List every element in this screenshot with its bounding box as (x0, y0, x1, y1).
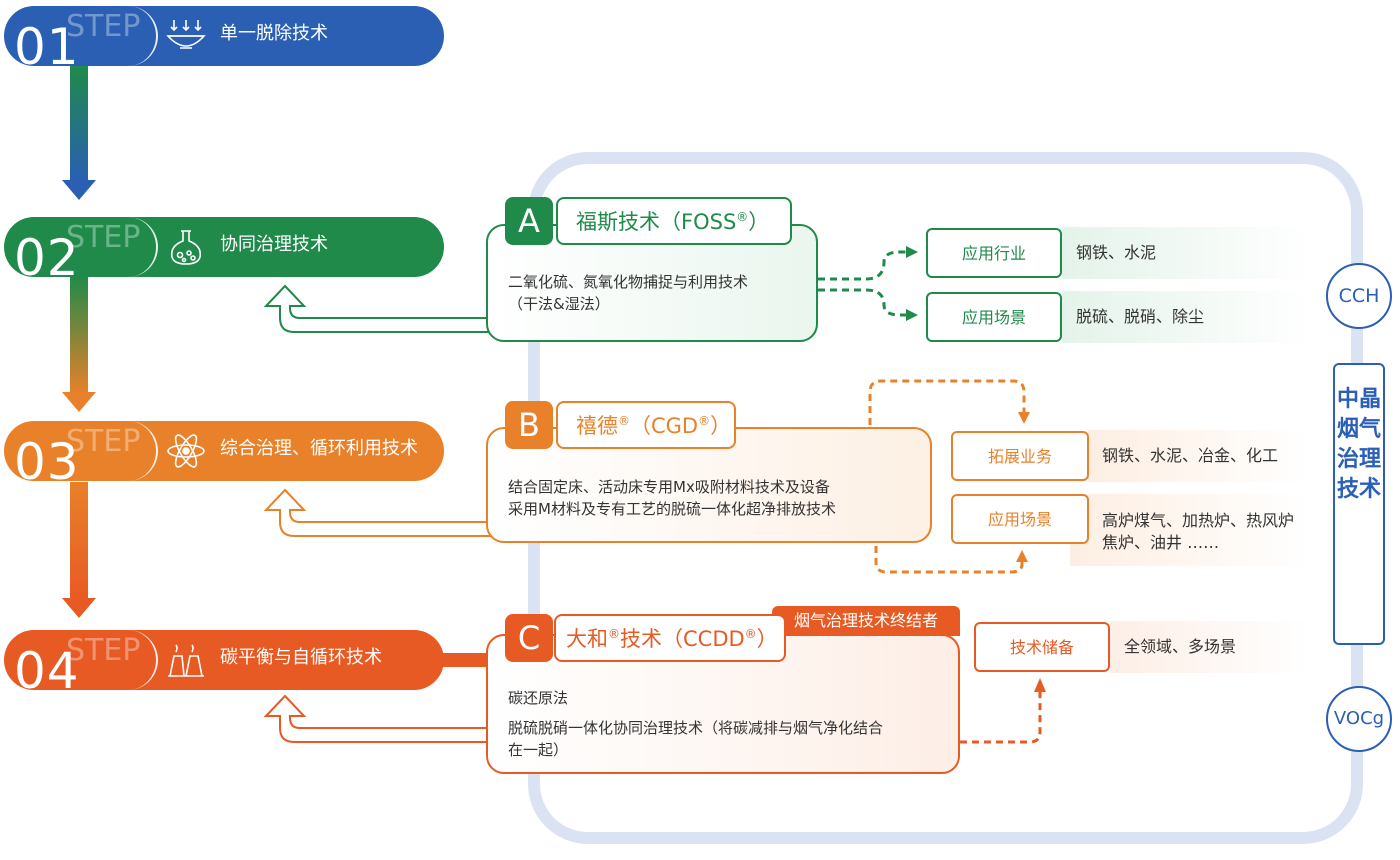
branch-arrow-a (818, 250, 908, 317)
step-divider (66, 217, 158, 277)
flask-icon (170, 230, 202, 265)
title-close-paren: ） (710, 414, 732, 438)
circle-label: CCH (1338, 285, 1380, 307)
tag-text: 拓展业务 (987, 447, 1052, 466)
info-row-a1: 钢铁、水泥 (1062, 227, 1310, 279)
title-a: 福斯技术（FOSS®） (556, 197, 792, 245)
step-arrow-2 (62, 276, 96, 412)
info-text: 钢铁、水泥 (1076, 243, 1157, 262)
title-b: 禧德®（CGD®） (556, 401, 736, 449)
card-desc-line: （干法&湿法） (508, 295, 610, 313)
card-desc-line: 在一起） (508, 741, 569, 759)
step-divider (66, 6, 158, 66)
tag-text: 应用行业 (961, 244, 1026, 263)
step-03: 03 STEP 综合治理、循环利用技术 (4, 421, 444, 481)
step-divider (66, 421, 158, 481)
registered-mark: ® (618, 414, 630, 428)
step-label: 碳平衡与自循环技术 (220, 647, 382, 668)
ribbon-text: 烟气治理技术终结者 (793, 611, 938, 630)
vocg-circle: VOCg (1326, 686, 1392, 752)
registered-mark: ® (608, 627, 620, 641)
step-02: 02 STEP 协同治理技术 (4, 217, 444, 277)
card-desc-line: 脱硫脱硝一体化协同治理技术（将碳减排与烟气净化结合 (508, 719, 884, 737)
tech-title-mid: 技术（CCDD (620, 627, 745, 651)
card-desc-line: 结合固定床、活动床专用Mx吸附材料技术及设备 (508, 478, 830, 496)
branch-arrow-b (868, 379, 1026, 574)
info-row-a2: 脱硫、脱硝、除尘 (1062, 291, 1310, 343)
badge-c: C (505, 614, 553, 662)
badge-b: B (505, 401, 553, 449)
ribbon-c: 烟气治理技术终结者 (772, 606, 960, 636)
tag-b2: 应用场景 (951, 494, 1089, 544)
tech-title-mid: （CGD (630, 414, 699, 438)
tag-a1: 应用行业 (926, 228, 1062, 278)
registered-mark: ® (736, 210, 749, 224)
back-arrow-b (263, 488, 492, 537)
card-desc-line: 二氧化硫、氮氧化物捕捉与利用技术 (508, 273, 749, 291)
info-row-b1: 钢铁、水泥、冶金、化工 (1088, 430, 1310, 482)
atom-icon (167, 434, 205, 468)
step-label: 综合治理、循环利用技术 (220, 438, 418, 459)
step-divider (66, 630, 158, 690)
tech-title: 大和 (566, 627, 608, 651)
badge-letter: C (517, 619, 541, 657)
step-label: 单一脱除技术 (220, 23, 328, 44)
step-arrow-3 (62, 482, 96, 618)
title-close-paren: ） (756, 627, 778, 651)
tech-title: 福斯技术（FOSS (576, 210, 737, 234)
info-text: 高炉煤气、加热炉、热风炉 (1102, 511, 1295, 530)
title-close-paren: ） (748, 210, 770, 234)
back-arrow-a (263, 284, 492, 333)
badge-letter: B (518, 406, 540, 444)
info-text: 全领域、多场景 (1124, 637, 1237, 656)
tech-title: 禧德 (576, 414, 618, 438)
tag-a2: 应用场景 (926, 292, 1062, 342)
card-desc-line: 碳还原法 (508, 689, 569, 707)
card-desc-line: 采用M材料及专有工艺的脱硫一体化超净排放技术 (508, 500, 836, 518)
vertical-title: 中晶烟气治理技术 (1336, 387, 1381, 502)
back-arrow-c (263, 694, 492, 743)
info-row-c1: 全领域、多场景 (1110, 621, 1310, 673)
tag-text: 技术储备 (1009, 638, 1074, 657)
info-row-b2: 高炉煤气、加热炉、热风炉 焦炉、油井 …… (1070, 494, 1310, 566)
step-label: 协同治理技术 (220, 234, 328, 255)
info-text: 钢铁、水泥、冶金、化工 (1102, 446, 1279, 465)
tag-b1: 拓展业务 (951, 431, 1089, 481)
title-c: 大和®技术（CCDD®） (554, 614, 786, 662)
branch-arrow-c (960, 690, 1042, 744)
tag-text: 应用场景 (961, 308, 1026, 327)
step-04: 04 STEP 碳平衡与自循环技术 (4, 630, 444, 690)
factory-icon (168, 644, 204, 677)
vertical-title-box: 中晶烟气治理技术 (1333, 363, 1385, 645)
step-arrow-1 (62, 66, 96, 200)
registered-mark: ® (698, 414, 711, 428)
circle-label: VOCg (1333, 708, 1385, 729)
step-01: 01 STEP 单一脱除技术 (4, 6, 444, 66)
info-text-line2: 焦炉、油井 …… (1102, 533, 1220, 552)
cch-circle: CCH (1326, 263, 1392, 329)
registered-mark: ® (744, 627, 757, 641)
tag-text: 应用场景 (987, 510, 1052, 529)
tag-c1: 技术储备 (974, 622, 1110, 672)
badge-letter: A (518, 202, 540, 240)
funnel-icon (166, 20, 206, 49)
info-text: 脱硫、脱硝、除尘 (1076, 307, 1205, 326)
badge-a: A (505, 197, 553, 245)
